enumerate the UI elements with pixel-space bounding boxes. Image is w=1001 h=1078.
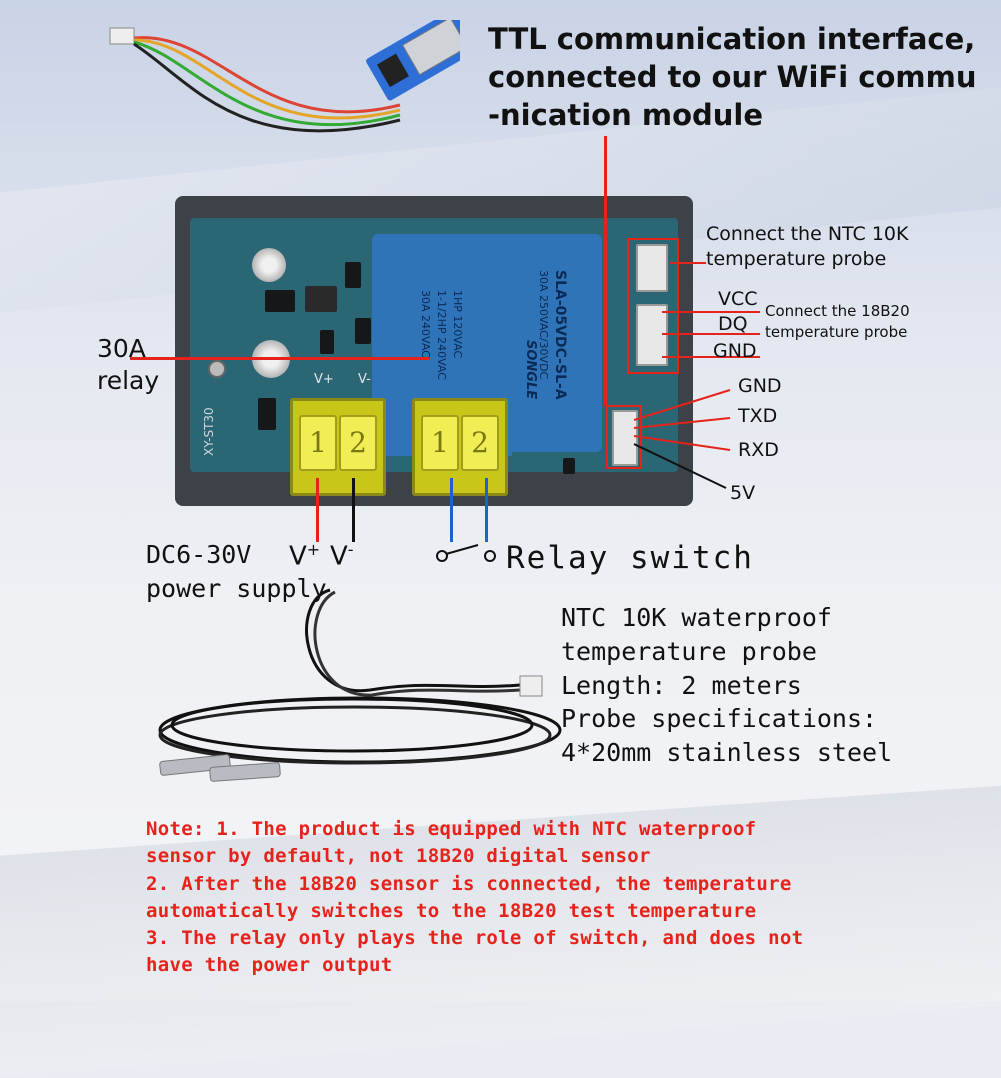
temperature-probe-illustration: [158, 588, 562, 782]
header-line-1: TTL communication interface,: [488, 22, 976, 56]
note-2a: 2. After the 18B20 sensor is connected, …: [146, 873, 792, 895]
relay-switch-label: Relay switch: [506, 540, 754, 576]
terminal-slot: 2: [339, 415, 377, 471]
note-3a: 3. The relay only plays the role of swit…: [146, 927, 804, 949]
vplus-callout: V+: [289, 540, 320, 572]
5v-label: 5V: [730, 482, 756, 504]
vminus-callout-sign: -: [347, 540, 354, 559]
capacitor: [252, 248, 286, 282]
transistor: [563, 458, 575, 474]
probe-spec-line-2: temperature probe: [561, 637, 817, 666]
relay-text-line: 1HP 120VAC: [451, 290, 464, 359]
diode: [345, 262, 361, 288]
switch-wire-right: [485, 478, 488, 542]
note-3b: have the power output: [146, 954, 393, 976]
diode: [355, 318, 371, 344]
ds18b20-label: Connect the 18B20: [765, 302, 910, 320]
probe-spec-line-1: NTC 10K waterproof: [561, 603, 832, 632]
vminus-wire-line: [352, 478, 355, 542]
ds18b20-connector: [636, 304, 668, 366]
note-1b: sensor by default, not 18B20 digital sen…: [146, 845, 651, 867]
probe-spec-line-4: Probe specifications:: [561, 704, 878, 733]
vminus-callout: V-: [330, 540, 354, 572]
header-line-3: -nication module: [488, 98, 764, 132]
power-terminal-block: 1 2: [290, 398, 386, 496]
ntc-connector: [636, 244, 668, 292]
vplus-wire-line: [316, 478, 319, 542]
power-supply-label: power supply: [146, 574, 327, 603]
relay-text-line: 30A 240VAC: [419, 290, 432, 358]
terminal-slot: 1: [421, 415, 459, 471]
relay-pointer-line: [130, 357, 430, 360]
chip: [265, 290, 295, 312]
board-vminus-label: V-: [358, 372, 371, 387]
note-2b: automatically switches to the 18B20 test…: [146, 900, 757, 922]
board-model-label: XY-ST30: [202, 407, 216, 456]
vplus-callout-sign: +: [306, 540, 321, 559]
relay-text-line: 30A 250VAC/30VDC: [537, 270, 550, 380]
ttl-pointer-line: [604, 136, 607, 406]
vminus-callout-v: V: [330, 541, 348, 572]
power-label: DC6-30V: [146, 540, 252, 569]
relay-brand: SONGLE: [523, 340, 538, 400]
ntc-pointer-line: [670, 262, 706, 264]
terminal-slot: 1: [299, 415, 337, 471]
txd-label: TXD: [738, 405, 778, 427]
dq-label: DQ: [718, 313, 748, 335]
gnd-label: GND: [738, 375, 782, 397]
ttl-pin-lines: [633, 389, 731, 489]
rxd-label: RXD: [738, 439, 779, 461]
relay-label: relay: [97, 366, 160, 395]
probe-spec-line-5: 4*20mm stainless steel: [561, 738, 893, 767]
header-line-2: connected to our WiFi commu: [488, 60, 977, 94]
diode: [258, 398, 276, 430]
dq-pointer-line: [662, 333, 760, 335]
wifi-module-illustration: [109, 20, 460, 133]
ds18b20-label-2: temperature probe: [765, 323, 908, 341]
ntc-highlight-box: [627, 238, 679, 374]
chip: [320, 330, 334, 354]
relay-terminal-block: 1 2: [412, 398, 508, 496]
probe-spec-line-3: Length: 2 meters: [561, 671, 802, 700]
inductor: [305, 286, 337, 312]
ntc-connect-label: Connect the NTC 10K: [706, 223, 909, 245]
switch-symbol-icon: [436, 544, 496, 562]
vplus-callout-v: V: [289, 541, 307, 572]
relay-text-line: SLA-05VDC-SL-A: [552, 270, 568, 400]
vcc-pointer-line: [662, 311, 760, 313]
board-vplus-label: V+: [314, 372, 334, 387]
terminal-slot: 2: [461, 415, 499, 471]
vcc-label: VCC: [718, 288, 758, 310]
relay-text-line: 1-1/2HP 240VAC: [435, 290, 448, 380]
gnd-top-label: GND: [713, 340, 757, 362]
relay-30a-label: 30A: [97, 334, 146, 363]
relay-text-block: SLA-05VDC-SL-A 30A 250VAC/30VDC 1HP 120V…: [378, 240, 578, 400]
ntc-connect-label-2: temperature probe: [706, 248, 887, 270]
ttl-connector: [612, 410, 638, 466]
mounting-screw-icon: [208, 360, 226, 378]
note-1a: Note: 1. The product is equipped with NT…: [146, 818, 757, 840]
gnd-pointer-line: [662, 356, 760, 358]
switch-wire-left: [450, 478, 453, 542]
